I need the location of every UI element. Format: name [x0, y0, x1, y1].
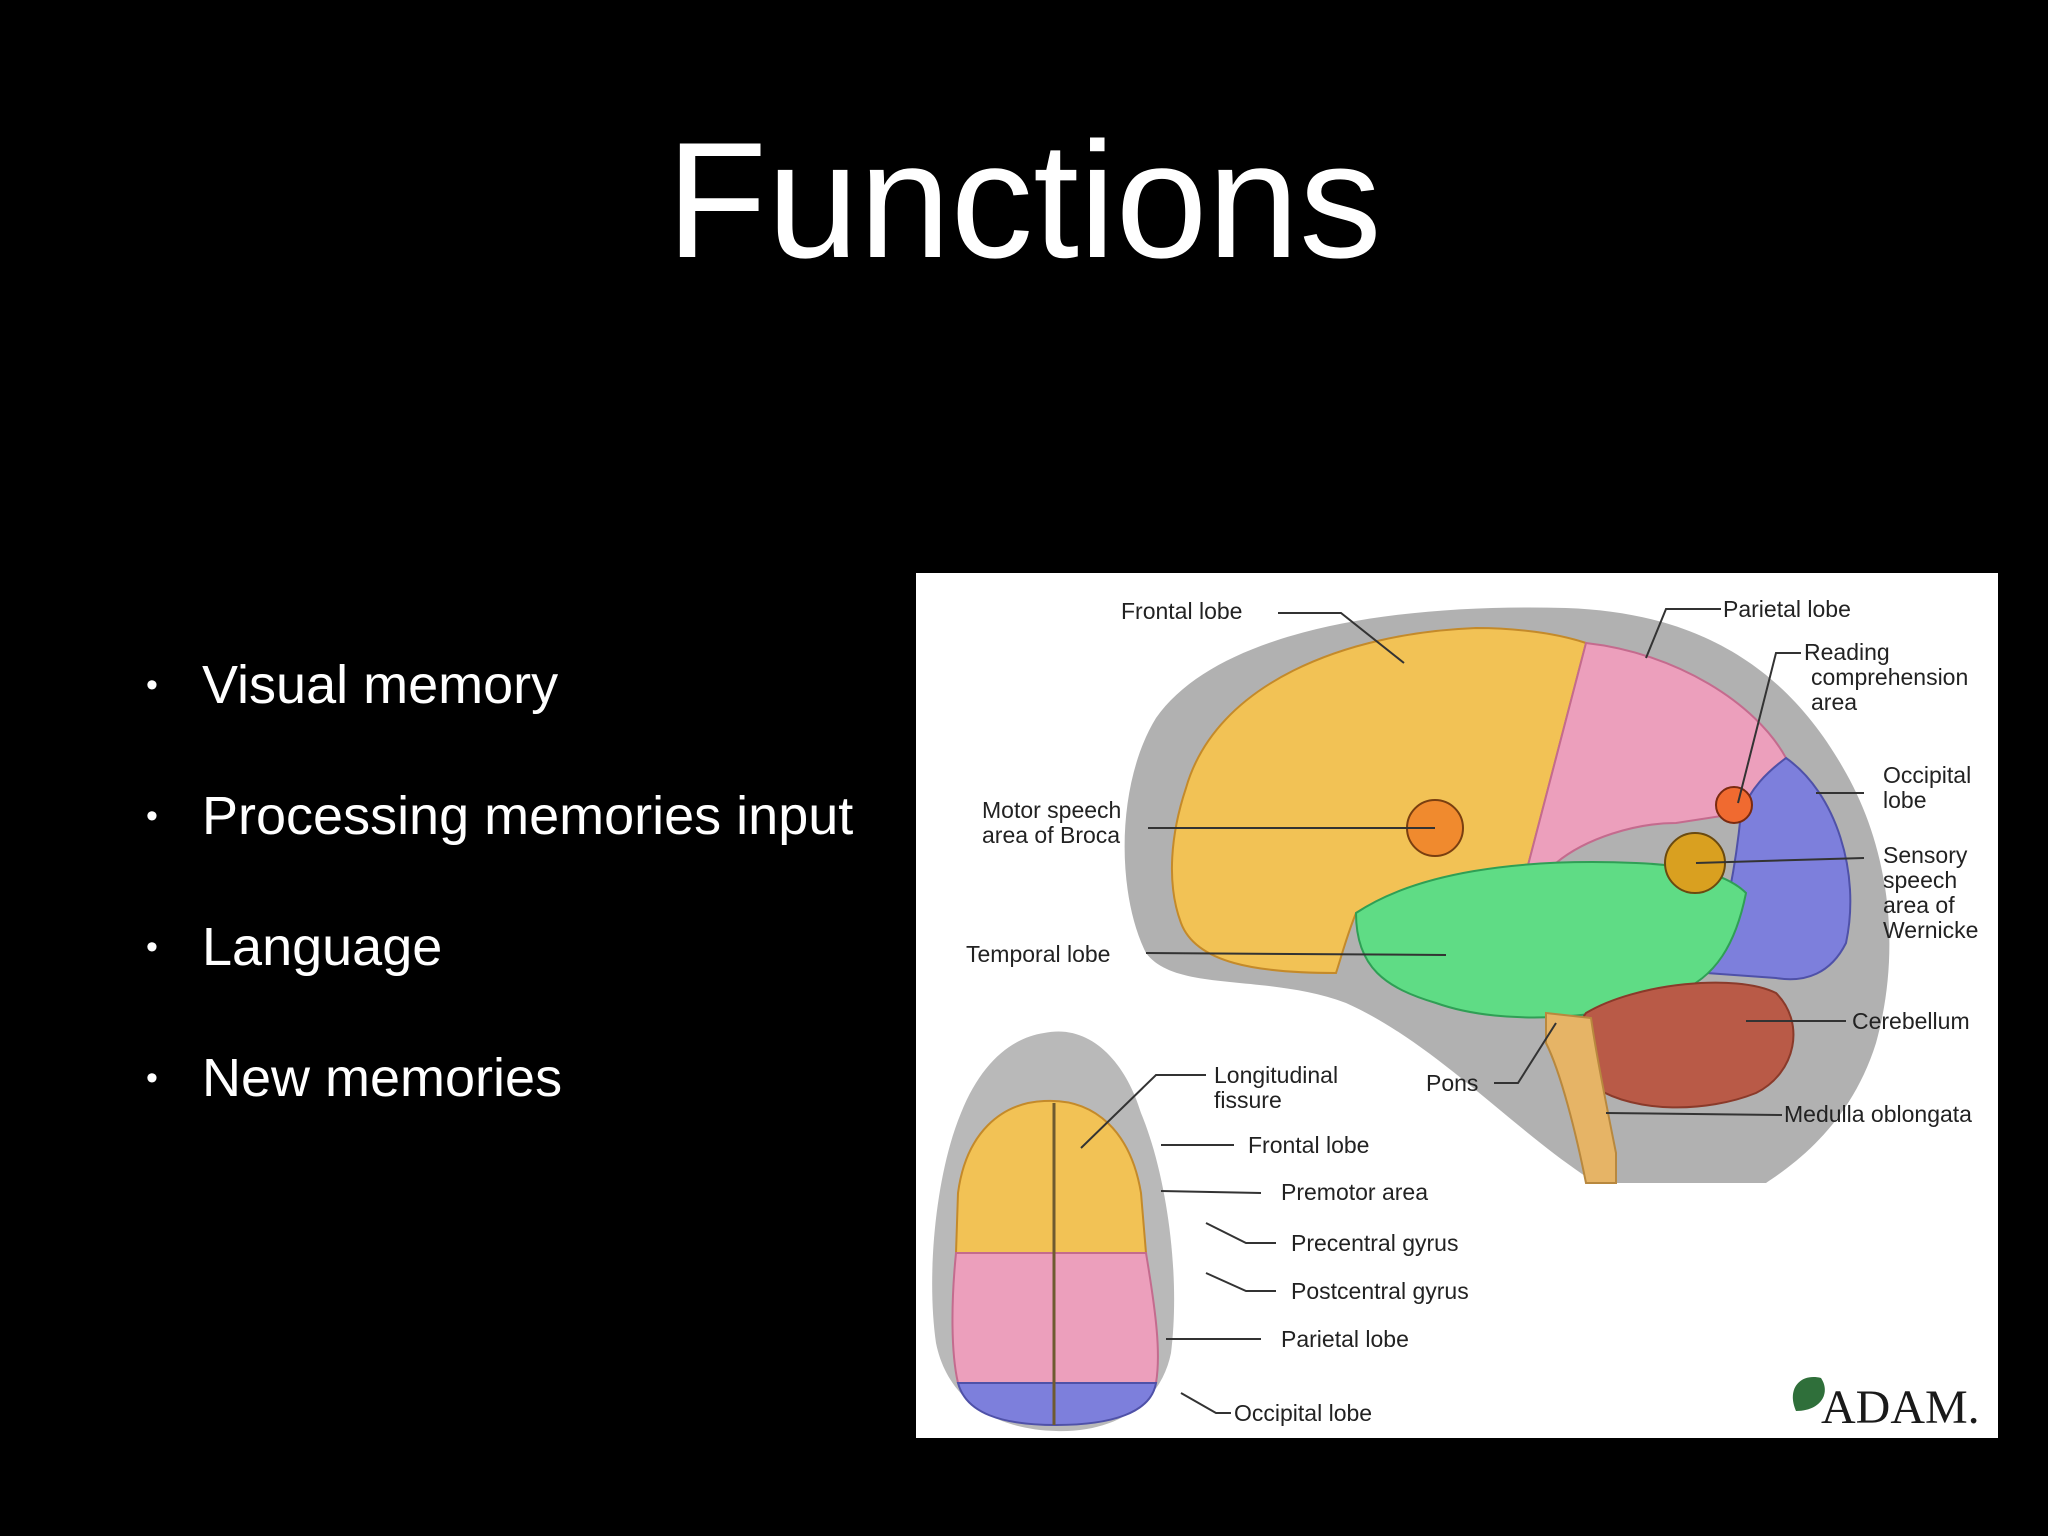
- leader-reading: [1737, 652, 1801, 804]
- bullet-text: Visual memory: [202, 655, 559, 715]
- label-reading-1: Reading: [1804, 639, 1890, 665]
- leader-medulla: [1605, 1112, 1783, 1116]
- bullet-dot-icon: •: [146, 928, 158, 966]
- slide-title: Functions: [666, 108, 1382, 292]
- label-longitudinal-1: Longitudinal: [1214, 1062, 1338, 1088]
- bullet-dot-icon: •: [146, 666, 158, 704]
- label-reading-2: comprehension: [1811, 664, 1968, 690]
- leader-top-occipital: [1180, 1392, 1231, 1414]
- label-longitudinal-2: fissure: [1214, 1087, 1282, 1113]
- leader-pons: [1494, 1022, 1557, 1084]
- label-broca-2: area of Broca: [982, 822, 1120, 848]
- bullet-item: • Processing memories input: [140, 781, 853, 912]
- leader-postcentral: [1205, 1272, 1276, 1292]
- leaf-icon: [1792, 1377, 1825, 1411]
- label-reading-3: area: [1811, 689, 1857, 715]
- label-wernicke-4: Wernicke: [1883, 917, 1978, 943]
- label-top-frontal: Frontal lobe: [1248, 1132, 1369, 1158]
- leader-parietal-lobe: [1645, 608, 1721, 659]
- label-top-parietal: Parietal lobe: [1281, 1326, 1409, 1352]
- label-broca-1: Motor speech: [982, 797, 1121, 823]
- bullet-dot-icon: •: [146, 1059, 158, 1097]
- label-frontal-lobe: Frontal lobe: [1121, 598, 1242, 624]
- label-pons: Pons: [1426, 1070, 1478, 1096]
- label-temporal-lobe: Temporal lobe: [966, 941, 1110, 967]
- label-parietal-lobe: Parietal lobe: [1723, 596, 1851, 622]
- bullet-dot-icon: •: [146, 797, 158, 835]
- label-postcentral: Postcentral gyrus: [1291, 1278, 1469, 1304]
- leader-longitudinal: [1080, 1074, 1206, 1149]
- label-top-occipital: Occipital lobe: [1234, 1400, 1372, 1426]
- leader-temporal: [1145, 952, 1447, 956]
- brainstem-region: [1545, 1011, 1617, 1184]
- label-occipital-2: lobe: [1883, 787, 1926, 813]
- bullet-text: New memories: [202, 1048, 563, 1108]
- bullet-text: Processing memories input: [202, 786, 854, 846]
- label-medulla: Medulla oblongata: [1784, 1101, 1972, 1127]
- label-cerebellum: Cerebellum: [1852, 1008, 1970, 1034]
- reading-area-marker: [1715, 786, 1753, 824]
- bullet-item: • Language: [140, 912, 853, 1043]
- cerebellum-region: [1576, 981, 1795, 1109]
- bullet-text: Language: [202, 917, 443, 977]
- label-occipital-1: Occipital: [1883, 762, 1971, 788]
- bullet-item: • New memories: [140, 1043, 853, 1174]
- label-premotor: Premotor area: [1281, 1179, 1428, 1205]
- leader-wernicke: [1695, 857, 1865, 864]
- bullet-item: • Visual memory: [140, 650, 853, 781]
- label-wernicke-3: area of: [1883, 892, 1955, 918]
- brain-diagram: Frontal lobe Parietal lobe Reading compr…: [916, 573, 1998, 1438]
- adam-logo: ADAM.: [1792, 1377, 1980, 1434]
- brain-diagram-svg: Frontal lobe Parietal lobe Reading compr…: [932, 596, 1980, 1434]
- label-wernicke-1: Sensory: [1883, 842, 1968, 868]
- bullet-list: • Visual memory • Processing memories inpu…: [140, 650, 853, 1174]
- leader-premotor: [1160, 1190, 1262, 1194]
- leader-precentral: [1205, 1222, 1276, 1244]
- logo-text: ADAM.: [1821, 1381, 1980, 1434]
- leader-frontal-lobe: [1278, 612, 1405, 664]
- label-precentral: Precentral gyrus: [1291, 1230, 1458, 1256]
- label-wernicke-2: speech: [1883, 867, 1957, 893]
- top-occipital-region: [956, 1382, 1158, 1427]
- temporal-lobe-region: [1354, 861, 1748, 1019]
